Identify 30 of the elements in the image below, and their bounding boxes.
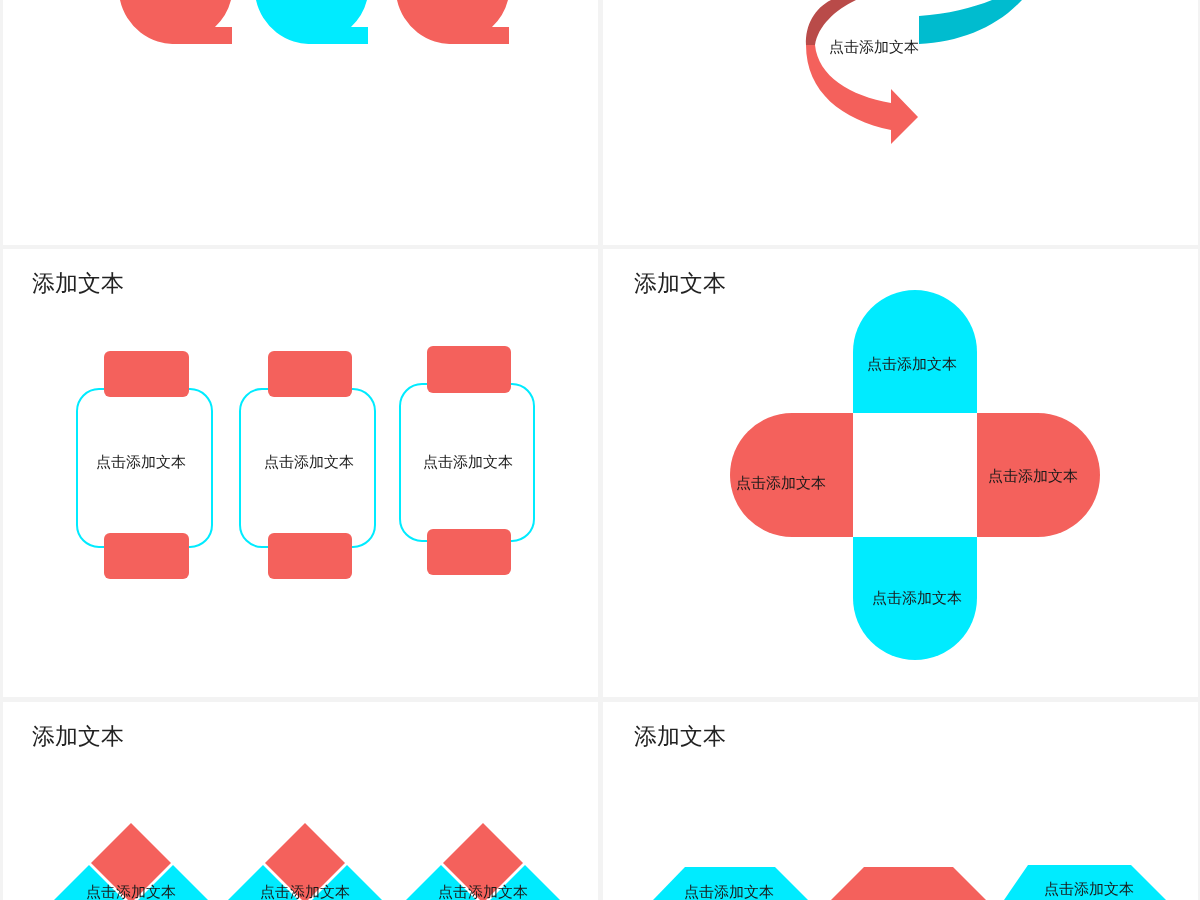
slide-panel xyxy=(603,249,1198,697)
capsule-shape: 点击添加文本 xyxy=(853,537,977,660)
trapezoid-tile xyxy=(831,867,986,900)
text-label: 点击添加文本 xyxy=(86,883,176,899)
text-label: 点击添加文本 xyxy=(438,883,528,899)
rounded-tab xyxy=(427,346,511,393)
capsule-shape: 点击添加文本 xyxy=(730,413,853,537)
capsule-shape: 点击添加文本 xyxy=(977,413,1100,537)
panel-title: 添加文本 xyxy=(634,272,726,295)
speech-bubble xyxy=(120,0,232,44)
panel-title: 添加文本 xyxy=(32,725,124,748)
text-label: 点击添加文本 xyxy=(260,883,350,899)
trapezoid-tile: 点击添加文本 xyxy=(653,867,808,900)
slide-panel xyxy=(603,0,1198,245)
capsule-shape: 点击添加文本 xyxy=(853,290,977,413)
rounded-tab xyxy=(268,533,352,579)
speech-bubble xyxy=(397,0,509,44)
trapezoid-tile: 点击添加文本 xyxy=(1004,865,1166,900)
slide-panel xyxy=(3,0,598,245)
rounded-tab xyxy=(268,351,352,397)
rounded-tab xyxy=(104,351,189,397)
slide-panel xyxy=(603,702,1198,900)
rounded-tab xyxy=(427,529,511,575)
text-label: 点击添加文本 xyxy=(829,38,919,54)
slide-panel xyxy=(3,249,598,697)
slide-panel xyxy=(3,702,598,900)
speech-bubble xyxy=(256,0,368,44)
panel-title: 添加文本 xyxy=(32,272,124,295)
panel-title: 添加文本 xyxy=(634,725,726,748)
rounded-tab xyxy=(104,533,189,579)
